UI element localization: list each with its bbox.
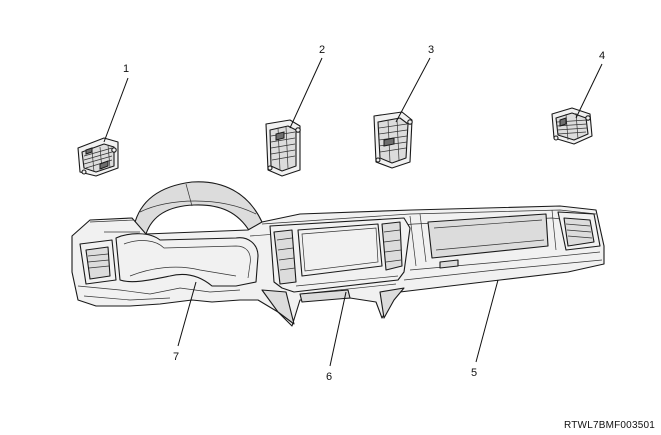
callout-1: 1 [123,63,129,75]
leader-7 [177,281,197,347]
leader-5 [475,279,499,363]
callout-4: 4 [599,50,605,62]
leader-lines [103,57,603,367]
air-vent-3 [373,111,413,169]
cluster-hood [133,181,263,235]
callout-labels: 1 2 3 4 5 6 7 [123,44,605,383]
leader-1 [103,77,129,143]
callout-3: 3 [428,44,434,56]
callout-2: 2 [319,44,325,56]
air-vent-1 [77,137,119,177]
figure-id: RTWL7BMF003501 [564,420,655,431]
callout-6: 6 [326,371,332,383]
leader-6 [329,291,347,367]
leader-4 [575,63,603,119]
leader-3 [395,57,431,123]
dashboard-assembly [71,181,605,327]
air-vent-4 [551,107,593,145]
callout-5: 5 [471,367,477,379]
callout-7: 7 [173,351,179,363]
leader-2 [289,57,323,129]
air-vent-2 [265,119,301,177]
